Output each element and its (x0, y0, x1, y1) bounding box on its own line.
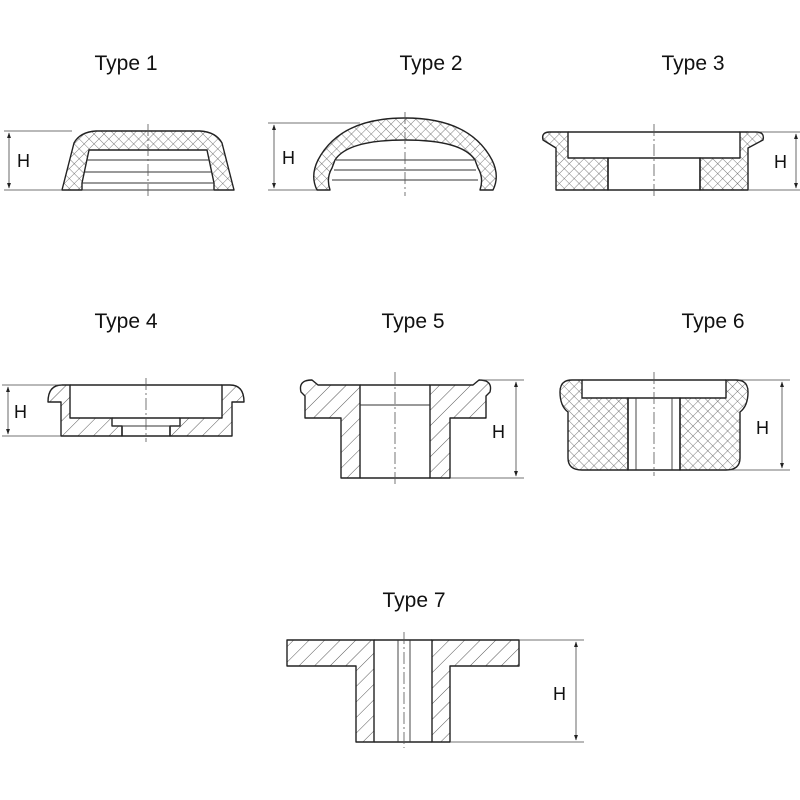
figure-title: Type 1 (94, 52, 157, 75)
cap-section-drawing (47, 378, 245, 442)
dimension-label: H (774, 152, 787, 172)
dimension-label: H (492, 422, 505, 442)
figure-type-2: Type 2 H (268, 52, 497, 196)
height-dimension: H (4, 130, 72, 191)
figure-type-4: Type 4 H (2, 310, 245, 442)
figure-title: Type 2 (399, 52, 462, 75)
cap-section-drawing (541, 124, 765, 196)
dimension-label: H (282, 148, 295, 168)
dimension-label: H (14, 402, 27, 422)
cap-section-drawing (559, 372, 749, 476)
dimension-label: H (756, 418, 769, 438)
height-dimension: H (748, 131, 800, 191)
cap-section-drawing (61, 124, 235, 196)
cap-section-drawing (286, 632, 520, 748)
figure-type-7: Type 7 H (286, 589, 584, 748)
figure-type-3: Type 3 H (541, 52, 800, 196)
figure-title: Type 4 (94, 310, 157, 333)
dimension-label: H (553, 684, 566, 704)
height-dimension: H (450, 379, 524, 479)
height-dimension: H (2, 384, 62, 437)
figure-title: Type 3 (661, 52, 724, 75)
figure-type-1: Type 1 H (4, 52, 235, 196)
figure-type-6: Type 6 H (559, 310, 790, 476)
cap-section-drawing (313, 112, 497, 196)
cap-section-drawing (299, 372, 492, 484)
figure-title: Type 7 (382, 589, 445, 612)
figure-title: Type 6 (681, 310, 744, 333)
height-dimension: H (268, 122, 360, 191)
figure-title: Type 5 (381, 310, 444, 333)
figure-type-5: Type 5 H (299, 310, 524, 484)
dimension-label: H (17, 151, 30, 171)
height-dimension: H (730, 379, 790, 471)
height-dimension: H (450, 639, 584, 743)
